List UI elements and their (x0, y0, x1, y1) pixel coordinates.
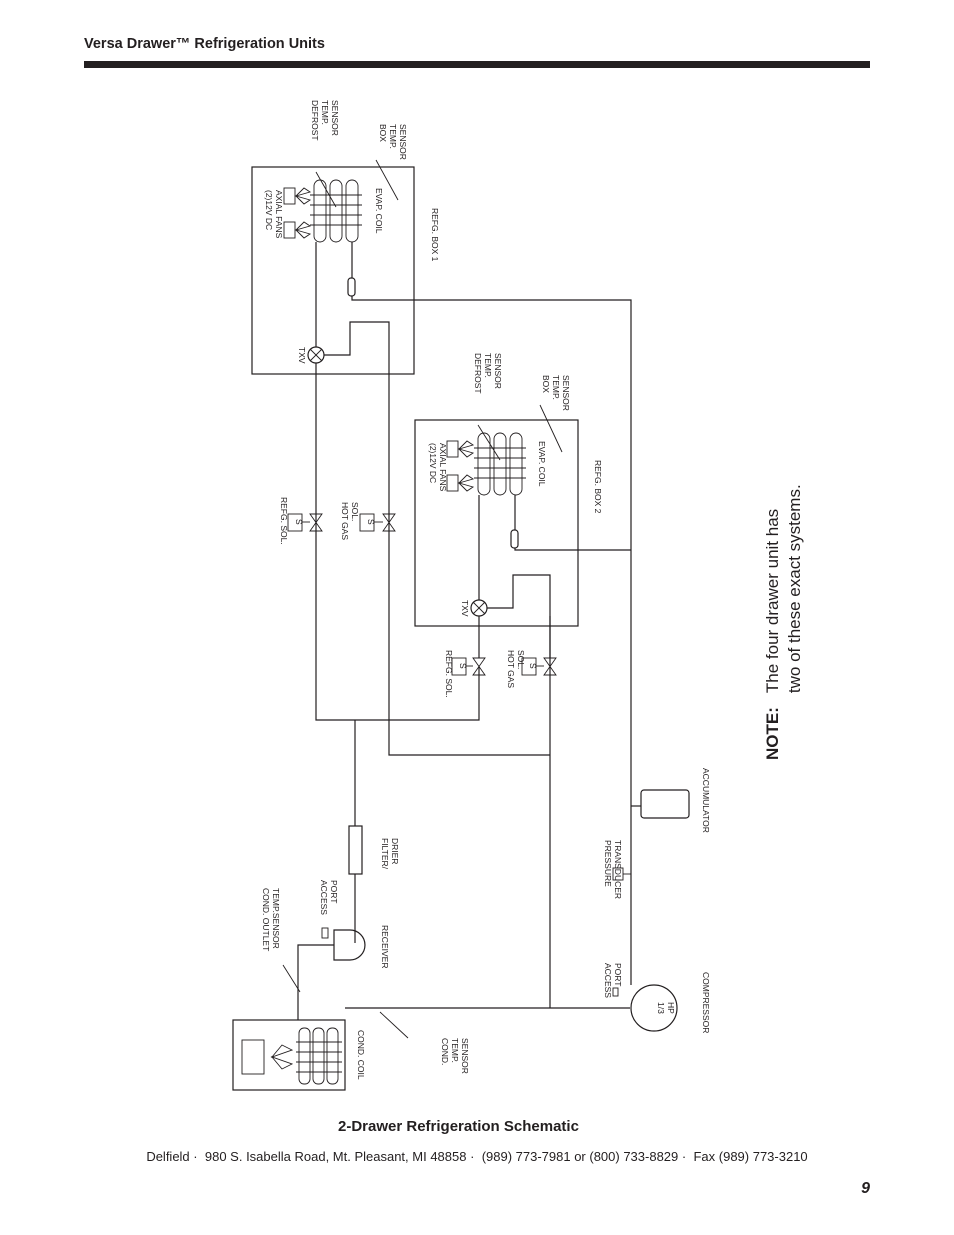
receiver (333, 929, 366, 961)
label-filter-drier: FILTER/ DRIER (380, 838, 400, 871)
sol-s-3: S (458, 663, 468, 669)
axial-fan-icon (446, 440, 475, 458)
figure-caption: 2-Drawer Refrigeration Schematic (338, 1118, 579, 1135)
label-hot-gas-2: HOT GAS SOL. (506, 650, 526, 690)
cond-coil (296, 1027, 342, 1085)
footer-address: 980 S. Isabella Road, Mt. Pleasant, MI 4… (204, 1149, 467, 1164)
label-access-port-1: ACCESS PORT (319, 880, 339, 917)
label-compressor: COMPRESSOR (701, 972, 711, 1033)
filter-drier (348, 825, 363, 875)
label-box-sensor-1: BOX TEMP. SENSOR (378, 124, 408, 160)
label-cond-outlet: COND. OUTLET TEMP.SENSOR (261, 888, 281, 954)
box-sensor-leader (375, 159, 399, 201)
txv-valve-icon (307, 346, 325, 364)
cond-temp-sensor-leader (379, 1011, 409, 1039)
label-refg-sol-2: REFG. SOL. (444, 650, 454, 698)
label-evap-2: EVAP. COIL (537, 441, 547, 487)
footer-fax: Fax (989) 773-3210 (693, 1149, 808, 1164)
footer-company: Delfield (146, 1149, 190, 1164)
label-refg-box-1: REFG. BOX 1 (430, 208, 440, 262)
txv-valve-icon (470, 599, 488, 617)
label-hot-gas-1: HOT GAS SOL. (340, 502, 360, 542)
running-header: Versa Drawer™ Refrigeration Units (84, 36, 325, 52)
sol-s-1: S (294, 519, 304, 525)
access-port-symbol (612, 987, 619, 997)
evap-coil-2 (474, 432, 526, 496)
compressor (630, 984, 678, 1032)
label-box-sensor-2: BOX TEMP. SENSOR (541, 375, 571, 411)
axial-fan-icon (446, 474, 475, 492)
cond-fan-icon (270, 1044, 294, 1070)
sol-s-4: S (528, 663, 538, 669)
axial-fan-icon (283, 187, 312, 205)
cond-outlet-sensor-leader (282, 964, 301, 993)
refg-sol-valve-1 (287, 513, 323, 532)
label-fans-1: (2)12V DC AXIAL FANS (264, 190, 284, 239)
axial-fan-icon (283, 221, 312, 239)
hot-gas-sol-valve-1 (359, 513, 396, 532)
label-receiver: RECEIVER (380, 925, 390, 968)
defrost-sensor-leader (477, 424, 501, 461)
defrost-sensor-leader (315, 171, 337, 208)
evap-coil-1 (310, 179, 362, 243)
label-pressure-transducer: PRESSURE TRANSDUCER (603, 840, 623, 899)
label-compressor-hp: 1/3 HP (656, 1002, 676, 1016)
label-refg-sol-1: REFG. SOL. (279, 497, 289, 545)
footer-sep: · (470, 1149, 475, 1164)
label-accumulator: ACCUMULATOR (701, 768, 711, 833)
header-rule (84, 61, 870, 68)
footer-sep: · (681, 1149, 687, 1164)
label-evap-1: EVAP. COIL (374, 188, 384, 234)
footer-sep: · (193, 1149, 198, 1164)
label-refg-box-2: REFG. BOX 2 (593, 460, 603, 514)
footer-phone: (989) 773-7981 or (800) 733-8829 (481, 1149, 679, 1164)
page-number: 9 (861, 1180, 870, 1197)
note-text: NOTE: The four drawer unit has two of th… (763, 484, 804, 760)
box-sensor-leader (539, 404, 563, 453)
accumulator (640, 789, 690, 819)
label-fans-2: (2)12V DC AXIAL FANS (428, 443, 448, 492)
label-txv-2: TXV (460, 600, 470, 617)
cond-fan-motor (241, 1039, 265, 1075)
label-access-port-2: ACCESS PORT (603, 963, 623, 1000)
refg-sol-valve-2 (451, 657, 486, 676)
page-footer: Delfield · 980 S. Isabella Road, Mt. Ple… (0, 1149, 954, 1164)
refg-box-1 (251, 166, 415, 375)
sol-s-2: S (366, 519, 376, 525)
condenser-box (232, 1019, 346, 1091)
refg-box-2 (414, 419, 579, 627)
label-cond-coil: COND. COIL (356, 1030, 366, 1080)
label-defrost-2: DEFROST TEMP. SENSOR (473, 353, 503, 396)
label-cond-temp: COND. TEMP. SENSOR (440, 1038, 470, 1074)
label-txv-1: TXV (297, 347, 307, 364)
hot-gas-sol-valve-2 (521, 657, 557, 676)
label-defrost-1: DEFROST TEMP. SENSOR (310, 100, 340, 143)
